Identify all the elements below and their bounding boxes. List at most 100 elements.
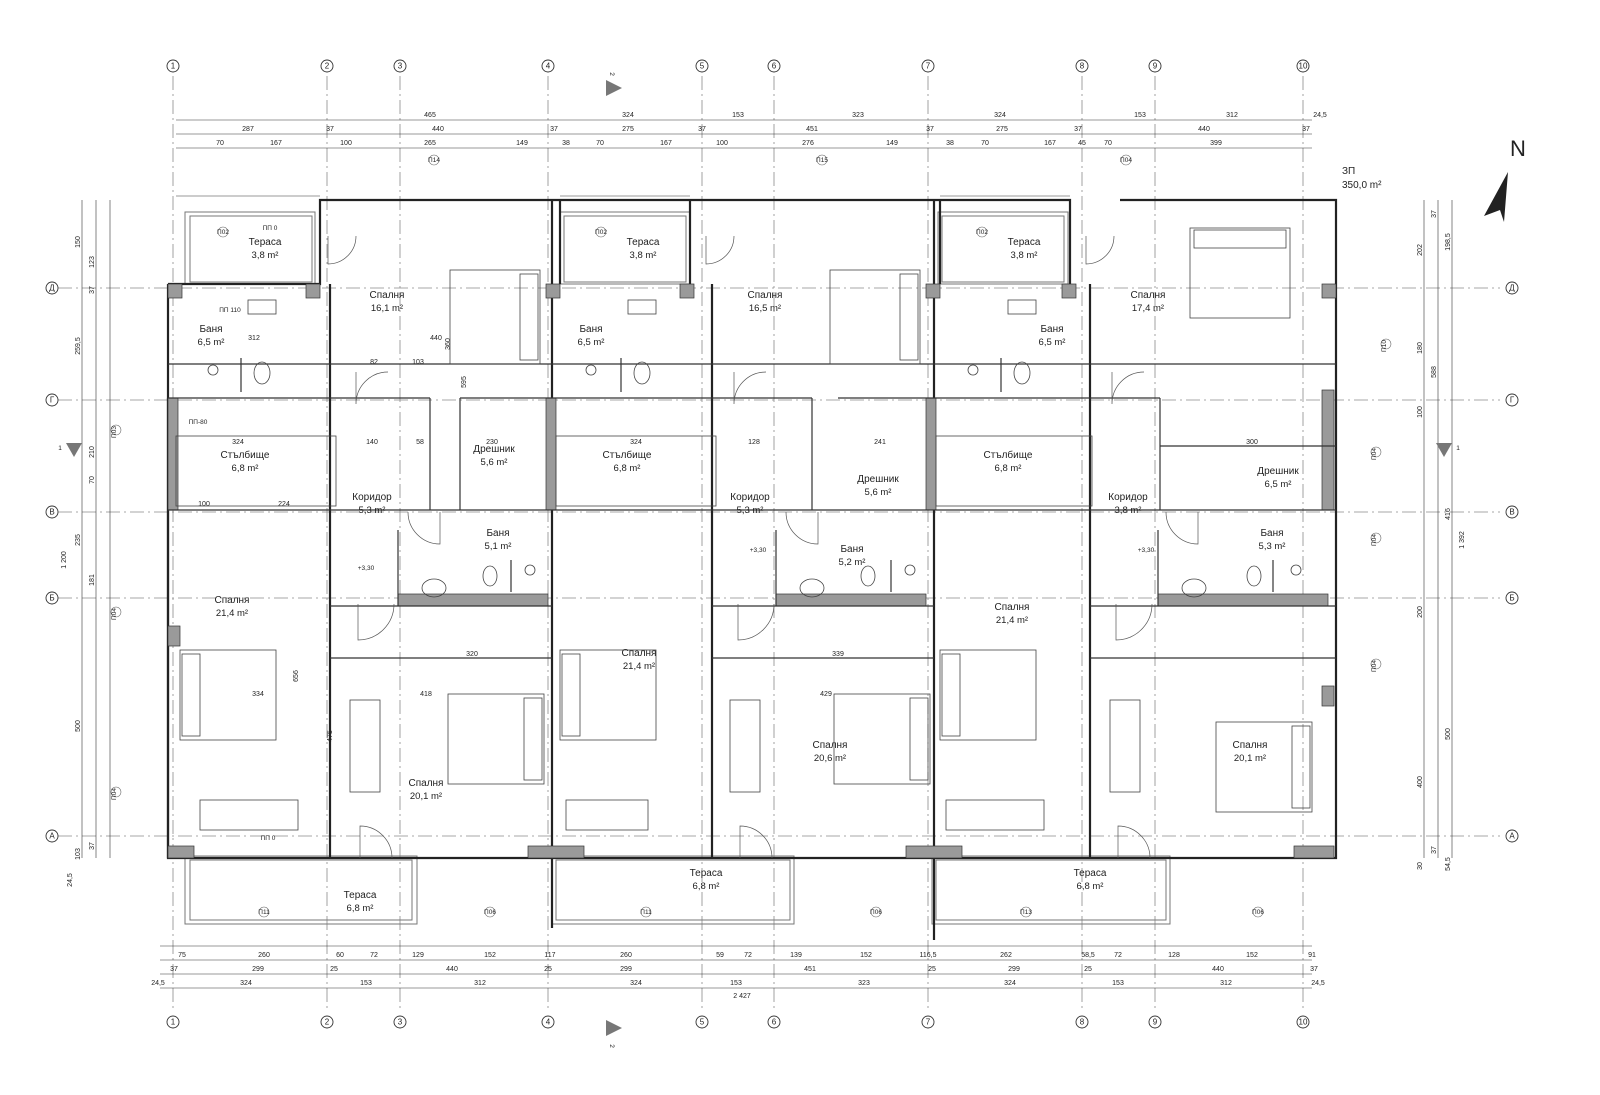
dim-interior: 656 [293,670,300,682]
section-mark-right: 1 [1456,445,1460,452]
room-name: Стълбище [221,449,270,461]
dim-bottom-3: 324 [1004,980,1016,987]
grid-bubble-label: 1 [171,62,176,71]
window-tag-label: П06 [870,909,882,916]
window-tag: П02 [976,226,988,238]
dim-left: 150 [75,236,82,248]
dim-bottom-1: 58,5 [1081,952,1095,959]
dim-bottom-2: 440 [1212,966,1224,973]
window-tag-label: П02 [217,229,229,236]
dim-bottom-2: 451 [804,966,816,973]
grid-bubble-v: 2 [320,59,334,73]
grid-bubble-label: В [1509,508,1514,517]
room-area: 5,1 m² [485,541,512,552]
grid-bubble-label: 7 [926,1018,931,1027]
grid-bubble-v: 3 [393,1015,407,1029]
dim-interior: 440 [430,335,442,342]
north-label: N [1510,136,1526,161]
room-area: 6,8 m² [693,881,720,892]
grid-bubble-label: 4 [546,1018,551,1027]
room-name: Дрешник [473,444,515,455]
dim-interior: 82 [370,359,378,366]
grid-bubble-label: Г [1510,396,1515,405]
room-name: Тераса [344,890,377,901]
grid-bubble-label: 9 [1153,1018,1158,1027]
grid-bubble-label: 2 [325,1018,330,1027]
room-area: 5,3 m² [737,505,764,516]
grid-bubble-v: 1 [166,59,180,73]
dim-left: 24,5 [67,873,74,887]
grid-bubble-h: Г [45,393,59,407]
room-area: 6,5 m² [1039,337,1066,348]
dim-right: 54,5 [1445,857,1452,871]
dim-left: 1 200 [61,551,68,569]
grid-bubble-v: 7 [921,59,935,73]
grid-bubble-label: А [1509,832,1515,841]
grid-bubble-label: А [49,832,55,841]
dim-interior: 418 [420,691,432,698]
dim-bottom-1: 72 [744,952,752,959]
dim-bottom-2: 299 [620,966,632,973]
grid-bubble-label: 5 [700,1018,705,1027]
dim-top-3: 70 [981,140,989,147]
dim-left: 37 [89,842,96,850]
dim-bottom-1: 72 [1114,952,1122,959]
window-tag-label: П14 [428,157,440,164]
grid-bubble-v: 5 [695,59,709,73]
dim-top-2: 287 [242,126,254,133]
dim-top-2: 275 [996,126,1008,133]
dim-right: 100 [1417,406,1424,418]
dim-interior: 334 [252,691,264,698]
grid-bubble-v: 7 [921,1015,935,1029]
grid-bubble-v: 6 [767,59,781,73]
window-tag: П03 [110,424,122,438]
dim-bottom-3: 153 [1112,980,1124,987]
dim-top-2: 37 [550,126,558,133]
dim-interior: 324 [232,439,244,446]
dim-right: 200 [1417,606,1424,618]
small-label: ПП 0 [263,225,278,232]
dim-bottom-1: 260 [258,952,270,959]
grid-bubble-label: Б [49,594,54,603]
room-area: 16,5 m² [749,303,781,314]
room-name: Коридор [352,492,392,503]
grid-bubble-label: 6 [772,1018,777,1027]
window-tag-label: П04 [1120,157,1132,164]
room-area: 21,4 m² [996,615,1028,626]
section-markers: 2 2 1 1 [58,72,1460,1048]
grid-bubble-v: 6 [767,1015,781,1029]
grid-bubble-v: 1 [166,1015,180,1029]
zp-value: 350,0 m² [1342,180,1382,191]
dim-right: 500 [1445,728,1452,740]
dim-left: 235 [75,534,82,546]
grid-bubble-label: Г [50,396,55,405]
room-name: Баня [199,324,222,335]
dim-interior: 320 [466,651,478,658]
stairs [175,435,1093,507]
dim-interior: 100 [198,501,210,508]
room-name: Тераса [690,868,723,879]
dim-top-1: 323 [852,112,864,119]
small-label: ПП 0 [261,835,276,842]
window-tag: П06 [870,906,882,918]
dim-right: 400 [1417,776,1424,788]
small-label: +3,30 [750,547,767,554]
grid-bubble-label: 8 [1080,1018,1085,1027]
room-area: 3,8 m² [1115,505,1142,516]
dim-left: 123 [89,256,96,268]
dim-bottom-1: 91 [1308,952,1316,959]
window-tag: П14 [428,154,440,166]
dim-bottom-3: 323 [858,980,870,987]
small-label: +3,30 [1138,547,1155,554]
dim-bottom-1: 116,5 [920,952,937,959]
dim-interior: 324 [630,439,642,446]
dim-top-3: 149 [516,140,528,147]
room-name: Тераса [249,237,282,248]
